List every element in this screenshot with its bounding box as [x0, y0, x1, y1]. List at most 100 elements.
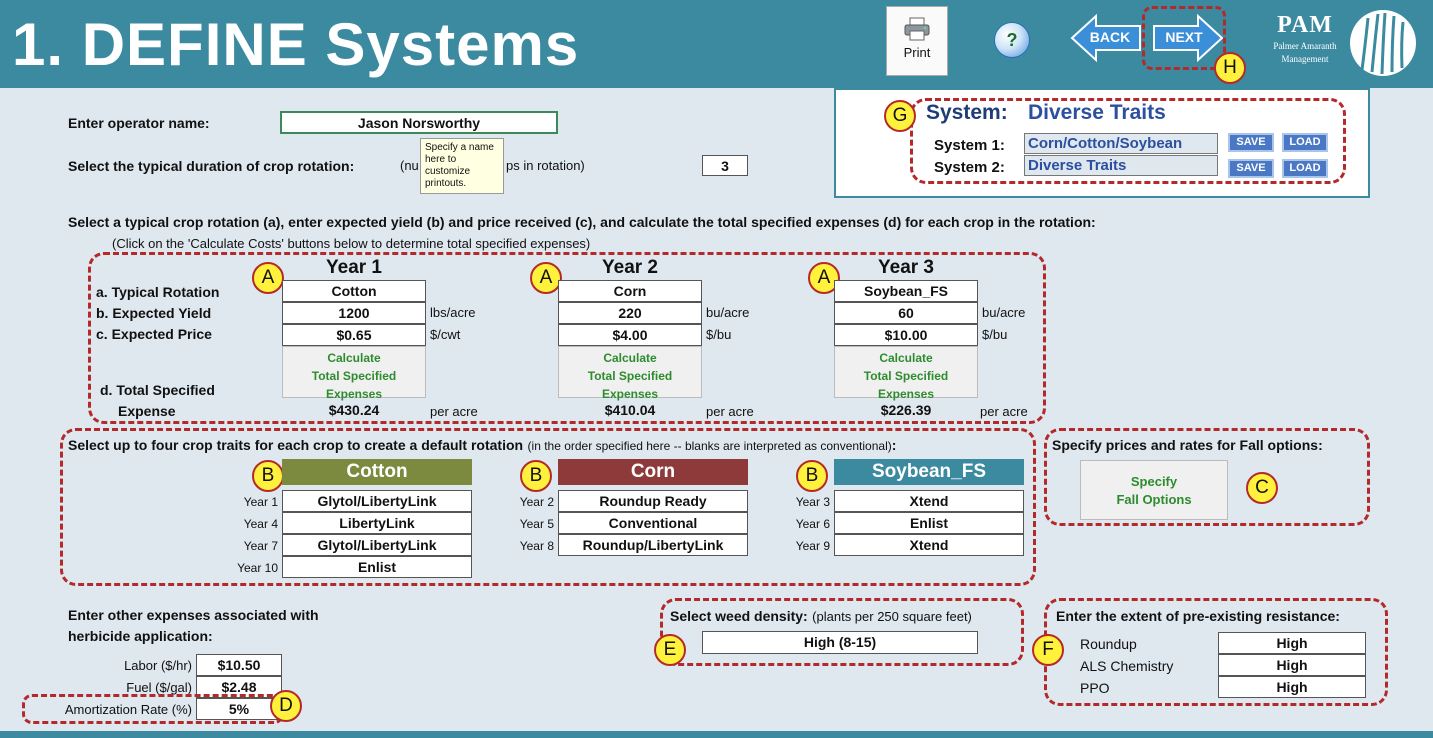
year1-price-unit: $/cwt: [430, 327, 461, 342]
badge-c: C: [1246, 472, 1278, 504]
rotation-sub-instruction: (Click on the 'Calculate Costs' buttons …: [112, 236, 591, 251]
year2-calculate-button[interactable]: Calculate Total Specified Expenses: [558, 346, 702, 401]
fuel-input[interactable]: $2.48: [196, 676, 282, 698]
annotation-a-outline: [88, 252, 1046, 424]
traits-instruction-bold: Select up to four crop traits for each c…: [68, 437, 524, 453]
calc-line-2: Total Specified: [587, 369, 673, 383]
operator-tooltip: Specify a name here to customize printou…: [420, 138, 504, 194]
print-label: Print: [903, 45, 931, 60]
cotton-year-label: Year 4: [243, 517, 278, 531]
resistance-roundup-select[interactable]: High: [1218, 632, 1366, 654]
fall-btn-line-2: Fall Options: [1116, 492, 1192, 507]
duration-label: Select the typical duration of crop rota…: [68, 158, 355, 174]
system2-field[interactable]: Diverse Traits: [1024, 155, 1218, 176]
system2-save-button[interactable]: SAVE: [1228, 159, 1274, 178]
system2-load-button[interactable]: LOAD: [1282, 159, 1328, 178]
year1-crop-select[interactable]: Cotton: [282, 280, 426, 302]
weed-density-label-bold: Select weed density:: [670, 608, 808, 624]
soybean-trait-select[interactable]: Xtend: [834, 534, 1024, 556]
resistance-ppo-select[interactable]: High: [1218, 676, 1366, 698]
badge-e: E: [654, 634, 686, 666]
year2-price-input[interactable]: $4.00: [558, 324, 702, 346]
soybean-year-label: Year 6: [795, 517, 830, 531]
expenses-label-1: Enter other expenses associated with: [68, 607, 319, 623]
calc-line-3: Expenses: [601, 387, 659, 401]
year3-expense-value: $226.39: [880, 402, 932, 418]
annotation-d-outline: [22, 694, 284, 724]
resistance-als-select[interactable]: High: [1218, 654, 1366, 676]
year3-price-input[interactable]: $10.00: [834, 324, 978, 346]
corn-year-label: Year 8: [519, 539, 554, 553]
resistance-name-als: ALS Chemistry: [1080, 658, 1174, 674]
system2-label: System 2:: [934, 159, 1005, 176]
cotton-trait-select[interactable]: Glytol/LibertyLink: [282, 490, 472, 512]
corn-year-label: Year 5: [519, 517, 554, 531]
annotation-b-outline: [60, 428, 1036, 586]
labor-label: Labor ($/hr): [124, 658, 192, 673]
cotton-trait-select[interactable]: Enlist: [282, 556, 472, 578]
back-arrow-icon: [1070, 14, 1141, 62]
labor-input[interactable]: $10.50: [196, 654, 282, 676]
corn-trait-select[interactable]: Roundup/LibertyLink: [558, 534, 748, 556]
system1-field[interactable]: Corn/Cotton/Soybean: [1024, 133, 1218, 154]
year1-yield-input[interactable]: 1200: [282, 302, 426, 324]
operator-label: Enter operator name:: [68, 115, 210, 131]
row-label-rotation: a. Typical Rotation: [96, 284, 220, 300]
year1-calculate-button[interactable]: Calculate Total Specified Expenses: [282, 346, 426, 401]
year3-per-acre: per acre: [980, 404, 1028, 419]
badge-d: D: [270, 690, 302, 722]
print-button[interactable]: Print: [886, 6, 948, 76]
cotton-year-label: Year 10: [237, 561, 278, 575]
row-label-expense-2: Expense: [118, 403, 176, 419]
back-button[interactable]: BACK: [1070, 14, 1142, 62]
calc-line-1: Calculate: [879, 351, 933, 365]
soybean-trait-select[interactable]: Xtend: [834, 490, 1024, 512]
badge-b-soybean: B: [796, 460, 828, 492]
next-button[interactable]: NEXT: [1152, 14, 1224, 62]
year3-yield-input[interactable]: 60: [834, 302, 978, 324]
badge-g: G: [884, 100, 916, 132]
year2-yield-input[interactable]: 220: [558, 302, 702, 324]
cotton-trait-select[interactable]: LibertyLink: [282, 512, 472, 534]
row-label-expense-1: d. Total Specified: [100, 382, 215, 398]
annotation-c-outline: [1044, 428, 1370, 526]
soybean-trait-select[interactable]: Enlist: [834, 512, 1024, 534]
expenses-label-2: herbicide application:: [68, 628, 213, 644]
fall-options-label: Specify prices and rates for Fall option…: [1052, 437, 1323, 453]
amortization-input[interactable]: 5%: [196, 698, 282, 720]
system1-load-button[interactable]: LOAD: [1282, 133, 1328, 152]
annotation-h-outline: [1142, 6, 1226, 70]
amortization-label: Amortization Rate (%): [64, 702, 192, 717]
duration-input[interactable]: 3: [702, 155, 748, 176]
soybean-year-label: Year 3: [795, 495, 830, 509]
corn-trait-select[interactable]: Conventional: [558, 512, 748, 534]
year1-price-input[interactable]: $0.65: [282, 324, 426, 346]
badge-a-year1: A: [252, 262, 284, 294]
year3-crop-select[interactable]: Soybean_FS: [834, 280, 978, 302]
logo-subtitle-1: Palmer Amaranth: [1273, 41, 1337, 51]
resistance-name-ppo: PPO: [1080, 680, 1110, 696]
year2-per-acre: per acre: [706, 404, 754, 419]
footer-bar: [0, 731, 1433, 738]
calc-line-1: Calculate: [327, 351, 381, 365]
year3-calculate-button[interactable]: Calculate Total Specified Expenses: [834, 346, 978, 401]
system1-save-button[interactable]: SAVE: [1228, 133, 1274, 152]
specify-fall-options-button[interactable]: Specify Fall Options: [1080, 460, 1228, 520]
duration-note-end: ps in rotation): [506, 158, 585, 173]
year2-price-unit: $/bu: [706, 327, 732, 342]
operator-name-input[interactable]: Jason Norsworthy: [280, 111, 558, 134]
help-button[interactable]: ?: [994, 22, 1030, 58]
weed-density-select[interactable]: High (8-15): [702, 631, 978, 654]
year3-price-unit: $/bu: [982, 327, 1008, 342]
year3-yield-unit: bu/acre: [982, 305, 1026, 320]
next-label: NEXT: [1165, 29, 1203, 45]
annotation-g-outline: [910, 98, 1346, 184]
fall-btn-line-1: Specify: [1130, 474, 1178, 489]
corn-trait-select[interactable]: Roundup Ready: [558, 490, 748, 512]
system-label: System:: [926, 101, 1008, 124]
row-label-yield: b. Expected Yield: [96, 305, 212, 321]
year2-crop-select[interactable]: Corn: [558, 280, 702, 302]
logo-title: PAM: [1277, 12, 1333, 38]
page-title: 1. DEFINE Systems: [12, 11, 580, 78]
cotton-trait-select[interactable]: Glytol/LibertyLink: [282, 534, 472, 556]
